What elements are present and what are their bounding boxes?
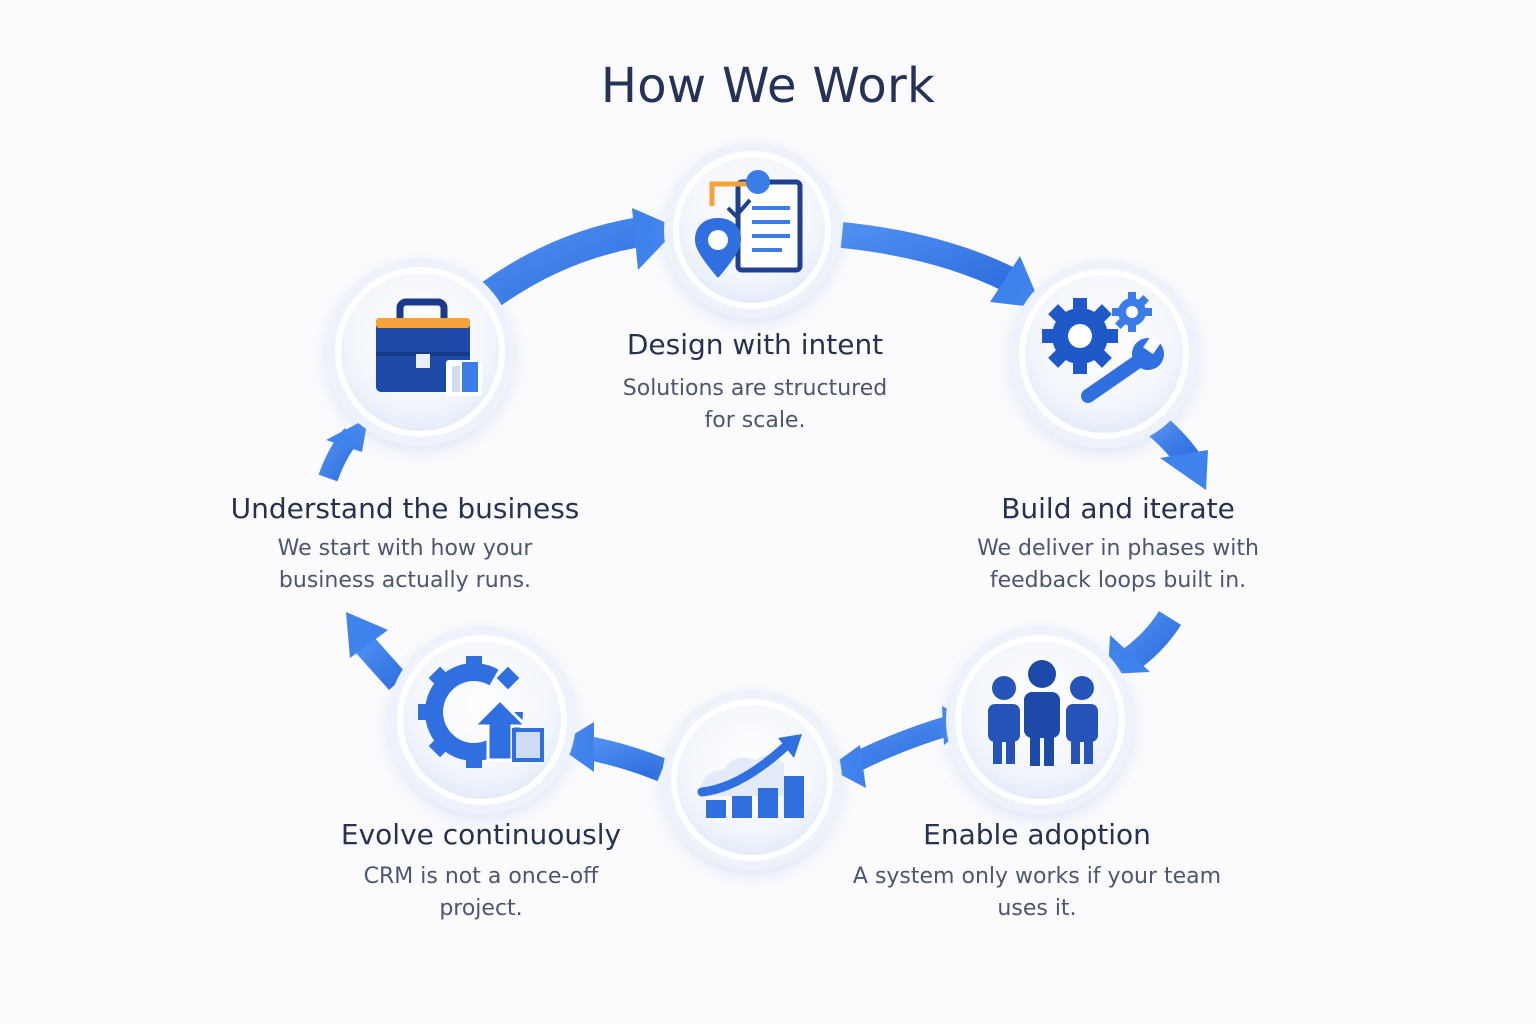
step-desc-line: project.	[439, 896, 523, 921]
arrow-head	[990, 256, 1042, 308]
step-title-design: Design with intent	[626, 328, 884, 361]
step-desc-understand: We start with how your business actually…	[205, 533, 605, 597]
step-desc-adoption: A system only works if your team uses it…	[817, 861, 1257, 925]
step-desc-design: Solutions are structured for scale.	[555, 373, 955, 437]
arrow-head	[1160, 450, 1208, 490]
step-desc-line: CRM is not a once-off	[363, 864, 599, 889]
gear-upgrade-icon	[418, 656, 544, 768]
arrow-evolve-up	[356, 637, 407, 691]
step-desc-line: We deliver in phases with	[977, 536, 1259, 561]
arrow-chart-to-evolve	[585, 736, 667, 782]
step-desc-line: for scale.	[704, 408, 806, 433]
arrow-head	[346, 612, 388, 658]
step-title-adoption: Enable adoption	[923, 818, 1151, 851]
arrow-head	[556, 722, 594, 772]
step-title-build: Build and iterate	[1001, 492, 1235, 525]
arrow-design-to-build	[840, 222, 1016, 292]
step-desc-line: Solutions are structured	[622, 376, 888, 401]
step-desc-line: We start with how your	[277, 536, 533, 561]
step-desc-line: business actually runs.	[278, 568, 532, 593]
arrow-to-adoption	[1122, 610, 1182, 671]
step-desc-build: We deliver in phases with feedback loops…	[918, 533, 1318, 597]
gears-wrench-icon	[1042, 292, 1164, 403]
arrow-head	[326, 418, 368, 452]
step-desc-evolve: CRM is not a once-off project.	[281, 861, 681, 925]
step-title-understand: Understand the business	[230, 492, 580, 525]
clipboard-location-icon	[694, 170, 803, 278]
step-desc-line: feedback loops built in.	[989, 568, 1247, 593]
growth-chart-icon	[697, 734, 804, 818]
arrow-understand-to-design	[481, 217, 643, 308]
people-icon	[988, 660, 1098, 766]
briefcase-icon	[376, 298, 482, 396]
arrow-head	[828, 745, 866, 788]
page-title: How We Work	[600, 58, 936, 114]
step-title-evolve: Evolve continuously	[340, 818, 622, 851]
arrow-adoption-to-chart	[847, 716, 951, 773]
arrow-head	[1108, 635, 1150, 674]
step-desc-line: uses it.	[997, 896, 1077, 921]
step-desc-line: A system only works if your team	[852, 864, 1222, 889]
flow-arrows	[318, 208, 1208, 788]
